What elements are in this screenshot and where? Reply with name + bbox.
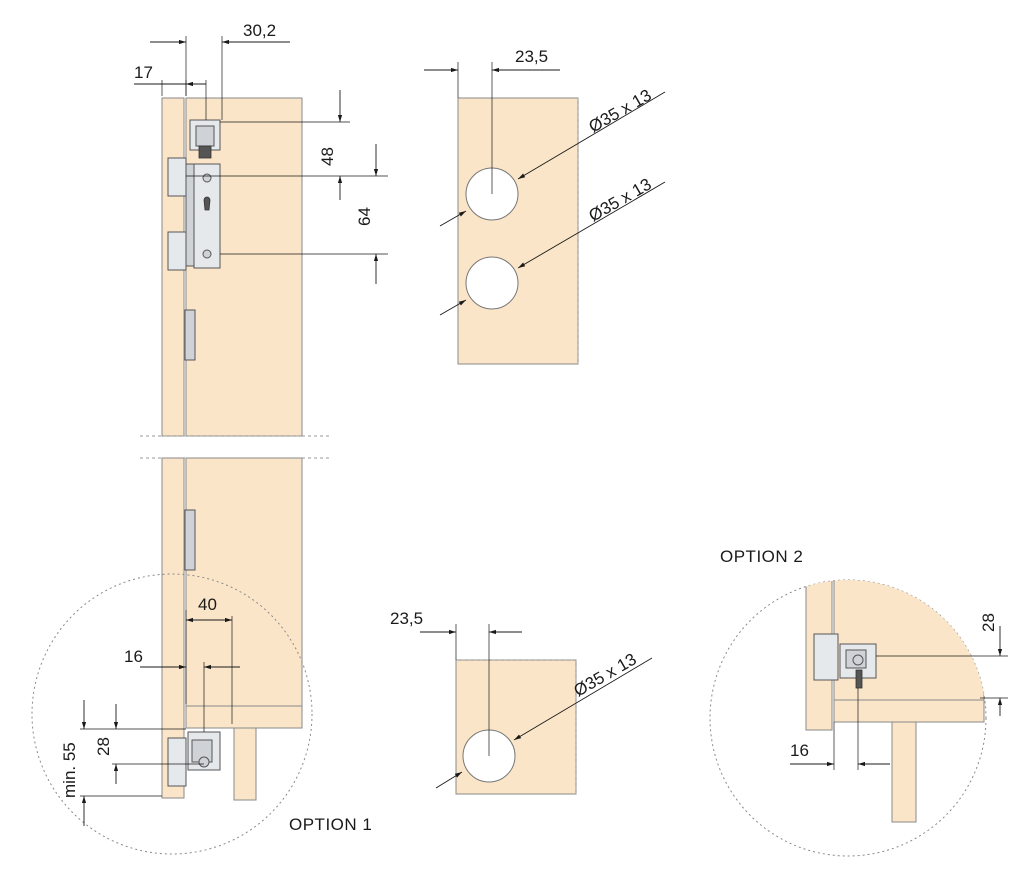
label-40: 40: [198, 595, 217, 614]
door-panel-drill-top: [457, 97, 579, 365]
option2-detail: OPTION 2 28 16: [709, 547, 1008, 857]
label-min-55: min. 55: [60, 742, 79, 798]
label-bore-2: Ø35 x 13: [586, 175, 655, 226]
caption-option2: OPTION 2: [720, 547, 803, 566]
detail-circle-option1: [31, 573, 313, 855]
label-17: 17: [134, 63, 153, 82]
leg-post: [233, 727, 257, 801]
label-16-opt2: 16: [790, 741, 809, 760]
dim-vertical-64: 64: [220, 144, 388, 284]
dim-side-offset: 17: [134, 63, 207, 120]
label-28-opt2: 28: [979, 613, 998, 632]
bottom-shelf: [185, 705, 303, 729]
label-30-2: 30,2: [243, 21, 276, 40]
drilling-pattern-one-bore: 23,5 Ø35 x 13: [390, 609, 653, 795]
label-bore-3: Ø35 x 13: [571, 650, 640, 701]
door-panel-lower: [185, 457, 303, 707]
label-bore-1: Ø35 x 13: [586, 86, 655, 137]
dim-top-width: 30,2: [150, 21, 290, 120]
label-23-5-bottom: 23,5: [390, 609, 423, 628]
label-28-bottom: 28: [94, 737, 113, 756]
cabinet-side-view: [140, 97, 330, 801]
dim-vertical-48: 48: [186, 90, 388, 200]
caption-option1: OPTION 1: [289, 815, 372, 834]
label-48: 48: [318, 147, 337, 166]
label-16-bottom: 16: [124, 647, 143, 666]
option1-detail: 40 16 28 min. 55 OPTION 1: [31, 573, 372, 855]
label-23-5-top: 23,5: [515, 47, 548, 66]
drilling-pattern-two-bores: 23,5 Ø35 x 13 Ø35 x 13: [424, 47, 666, 365]
bore-hole-2: [465, 256, 519, 310]
label-64: 64: [355, 207, 374, 226]
side-panel-lower: [161, 457, 185, 799]
hinge-mechanism-top: [167, 119, 221, 571]
